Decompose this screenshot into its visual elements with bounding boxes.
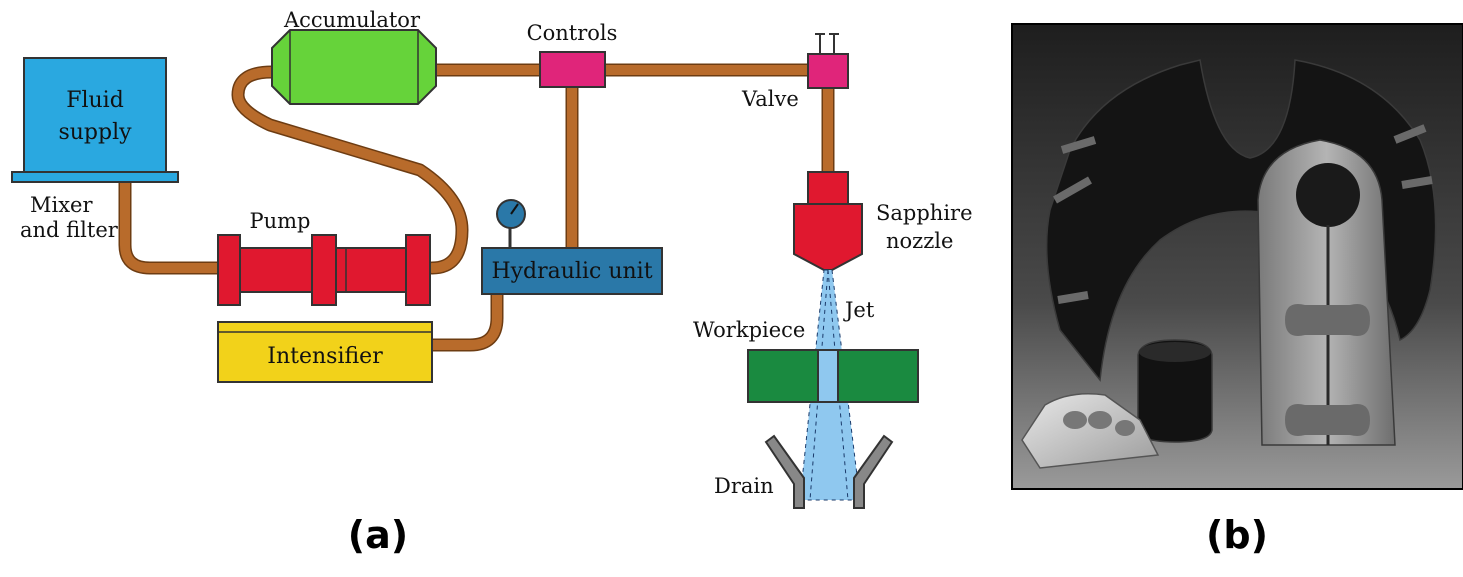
mixer-label-2: and filter xyxy=(20,218,119,242)
jet-label: Jet xyxy=(843,298,875,322)
accumulator xyxy=(271,29,437,105)
controls-label: Controls xyxy=(527,21,618,45)
caption-b: (b) xyxy=(1206,513,1268,557)
pump-label: Pump xyxy=(249,209,310,233)
controls-box xyxy=(539,51,606,88)
intensifier: Intensifier xyxy=(217,321,433,383)
fluid-supply-label-1: Fluid xyxy=(66,88,124,113)
valve xyxy=(807,33,849,89)
hydraulic-unit-label: Hydraulic unit xyxy=(491,259,652,284)
accumulator-label: Accumulator xyxy=(283,8,421,32)
workpiece-label: Workpiece xyxy=(693,318,805,342)
valve-label: Valve xyxy=(741,87,799,111)
sapphire-label-2: nozzle xyxy=(886,229,953,253)
pipes xyxy=(118,63,835,352)
fluid-supply-tank: Fluid supply xyxy=(11,57,179,183)
workpiece xyxy=(747,349,919,403)
mixer-label-1: Mixer xyxy=(30,193,93,217)
pressure-gauge-icon xyxy=(496,199,526,248)
sapphire-nozzle xyxy=(793,171,863,271)
hydraulic-unit: Hydraulic unit xyxy=(481,247,663,295)
fluid-supply-label-2: supply xyxy=(58,120,132,145)
drain xyxy=(764,434,894,509)
drain-label: Drain xyxy=(714,474,774,498)
intensifier-label: Intensifier xyxy=(267,344,383,369)
photo-panel xyxy=(1011,23,1463,490)
caption-a: (a) xyxy=(348,513,408,557)
sapphire-label-1: Sapphire xyxy=(876,201,973,225)
pump xyxy=(217,234,431,306)
